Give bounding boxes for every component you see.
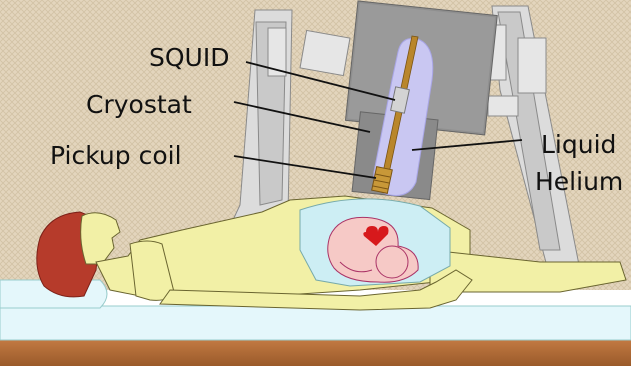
label-squid: SQUID — [149, 43, 229, 72]
label-cryostat: Cryostat — [86, 90, 192, 119]
label-helium: Helium — [535, 167, 623, 196]
mattress — [0, 306, 631, 340]
label-liquid: Liquid — [541, 130, 616, 159]
label-pickup-coil: Pickup coil — [50, 141, 182, 170]
bed-base — [0, 338, 631, 366]
